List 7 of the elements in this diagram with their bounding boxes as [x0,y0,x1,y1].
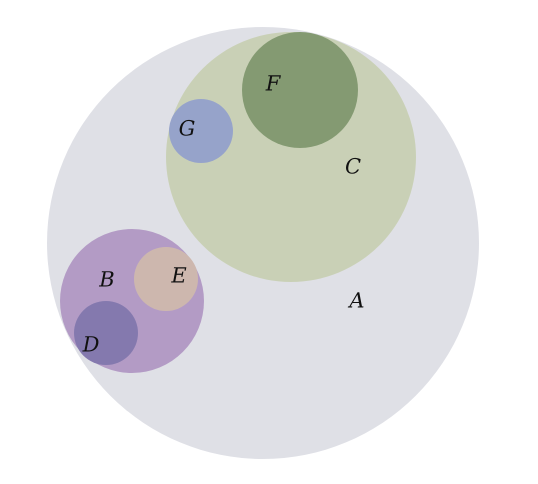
set-label: F [266,74,280,94]
set-label: B [99,270,115,290]
set-label: D [82,334,100,356]
set-label: E [171,266,187,286]
set-label: G [178,118,196,140]
set-label: A [349,290,365,312]
set-label: C [344,156,362,178]
